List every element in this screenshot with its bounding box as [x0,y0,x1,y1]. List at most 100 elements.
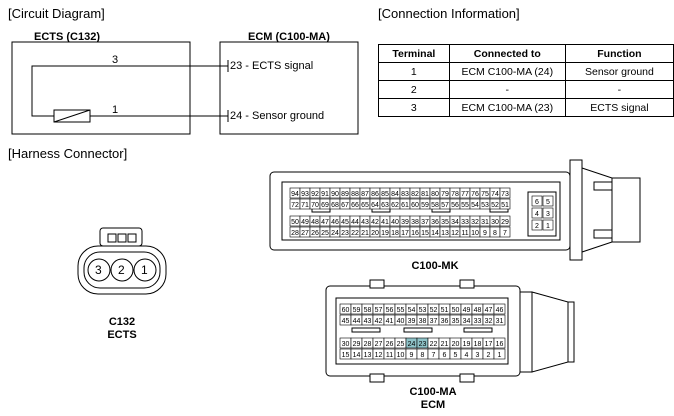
pin-number: 25 [321,230,329,237]
column-header: Terminal [378,44,450,63]
pin-number: 36 [431,219,439,226]
c132-connector [77,227,167,295]
pin-number: 50 [452,307,460,314]
pin-number: 28 [291,230,299,237]
pin-cell [542,195,554,207]
connection-table: Terminal Connected to Function 1 ECM C10… [378,44,674,117]
pin-number: 5 [454,352,458,359]
pin-number: 54 [471,202,479,209]
pin-number: 16 [411,230,419,237]
pin-number: 91 [321,191,329,198]
pin-number: 81 [421,191,429,198]
pin-number: 88 [351,191,359,198]
pin-number: 76 [471,191,479,198]
ects-title: ECTS (C132) [34,31,101,43]
pin-cell [542,207,554,219]
circuit-diagram-heading: [Circuit Diagram] [8,6,105,21]
harness-connector-heading: [Harness Connector] [8,146,128,161]
pin-number: 22 [351,230,359,237]
connection-info-heading: [Connection Information] [378,6,520,21]
pin-number: 23 [419,341,427,348]
c132-pin-2: 2 [118,263,125,277]
pin-number: 48 [311,219,319,226]
pin-number: 86 [371,191,379,198]
pin-number: 22 [430,341,438,348]
pin-number: 3 [476,352,480,359]
pin-number: 19 [463,341,471,348]
pin-number: 53 [419,307,427,314]
pin-number: 21 [441,341,449,348]
pin-number: 3 [546,211,550,218]
pin-number: 85 [381,191,389,198]
pin-number: 26 [311,230,319,237]
pin-number: 27 [375,341,383,348]
pin-number: 1 [546,223,550,230]
pin-number: 74 [491,191,499,198]
pin-number: 53 [481,202,489,209]
pin-number: 75 [481,191,489,198]
pin-number: 2 [487,352,491,359]
pin-number: 56 [451,202,459,209]
pin-number: 25 [397,341,405,348]
pin-number: 58 [364,307,372,314]
pin-number: 66 [351,202,359,209]
pin-number: 29 [353,341,361,348]
pin-number: 47 [485,307,493,314]
pin-number: 35 [452,318,460,325]
pin-number: 33 [461,219,469,226]
pin-number: 24 [408,341,416,348]
pin-number: 67 [341,202,349,209]
pin-number: 4 [465,352,469,359]
pin-cell [531,207,543,219]
pin-number: 17 [485,341,493,348]
table-cell: - [564,80,674,99]
pin-number: 37 [421,219,429,226]
pin-number: 9 [483,230,487,237]
table-cell: 1 [378,62,450,81]
pin-number: 38 [419,318,427,325]
pin-number: 79 [441,191,449,198]
pin-number: 39 [408,318,416,325]
pin-number: 60 [342,307,350,314]
table-cell: ECM C100-MA (24) [448,62,566,81]
pin-number: 20 [452,341,460,348]
pin-number: 69 [321,202,329,209]
pin-number: 27 [301,230,309,237]
pin-number: 60 [411,202,419,209]
pin-number: 59 [421,202,429,209]
pin-cell [542,219,554,231]
pin-number: 8 [421,352,425,359]
pin-number: 78 [451,191,459,198]
pin-cell [499,198,511,210]
pin-number: 33 [474,318,482,325]
c132-pin-1: 1 [141,263,148,277]
pin-number: 87 [361,191,369,198]
pin-number: 7 [503,230,507,237]
pin-number: 19 [381,230,389,237]
pin-number: 44 [353,318,361,325]
pin-number: 43 [364,318,372,325]
pin-number: 57 [375,307,383,314]
pin-number: 58 [431,202,439,209]
c132-sub-label: ECTS [107,329,137,341]
pin-number: 64 [371,202,379,209]
table-cell: Sensor ground [564,62,674,81]
table-cell: 2 [378,80,450,99]
pin-number: 40 [397,318,405,325]
pin-number: 37 [430,318,438,325]
pin-number: 31 [496,318,504,325]
pin-number: 51 [441,307,449,314]
pin-number: 45 [341,219,349,226]
pin-number: 29 [501,219,509,226]
pin-number: 28 [364,341,372,348]
pin-number: 63 [381,202,389,209]
pin-number: 82 [411,191,419,198]
pin-number: 52 [491,202,499,209]
pin-number: 94 [291,191,299,198]
pin-number: 92 [311,191,319,198]
column-header: Connected to [448,44,566,63]
pin-number: 14 [353,352,361,359]
pin-number: 12 [451,230,459,237]
